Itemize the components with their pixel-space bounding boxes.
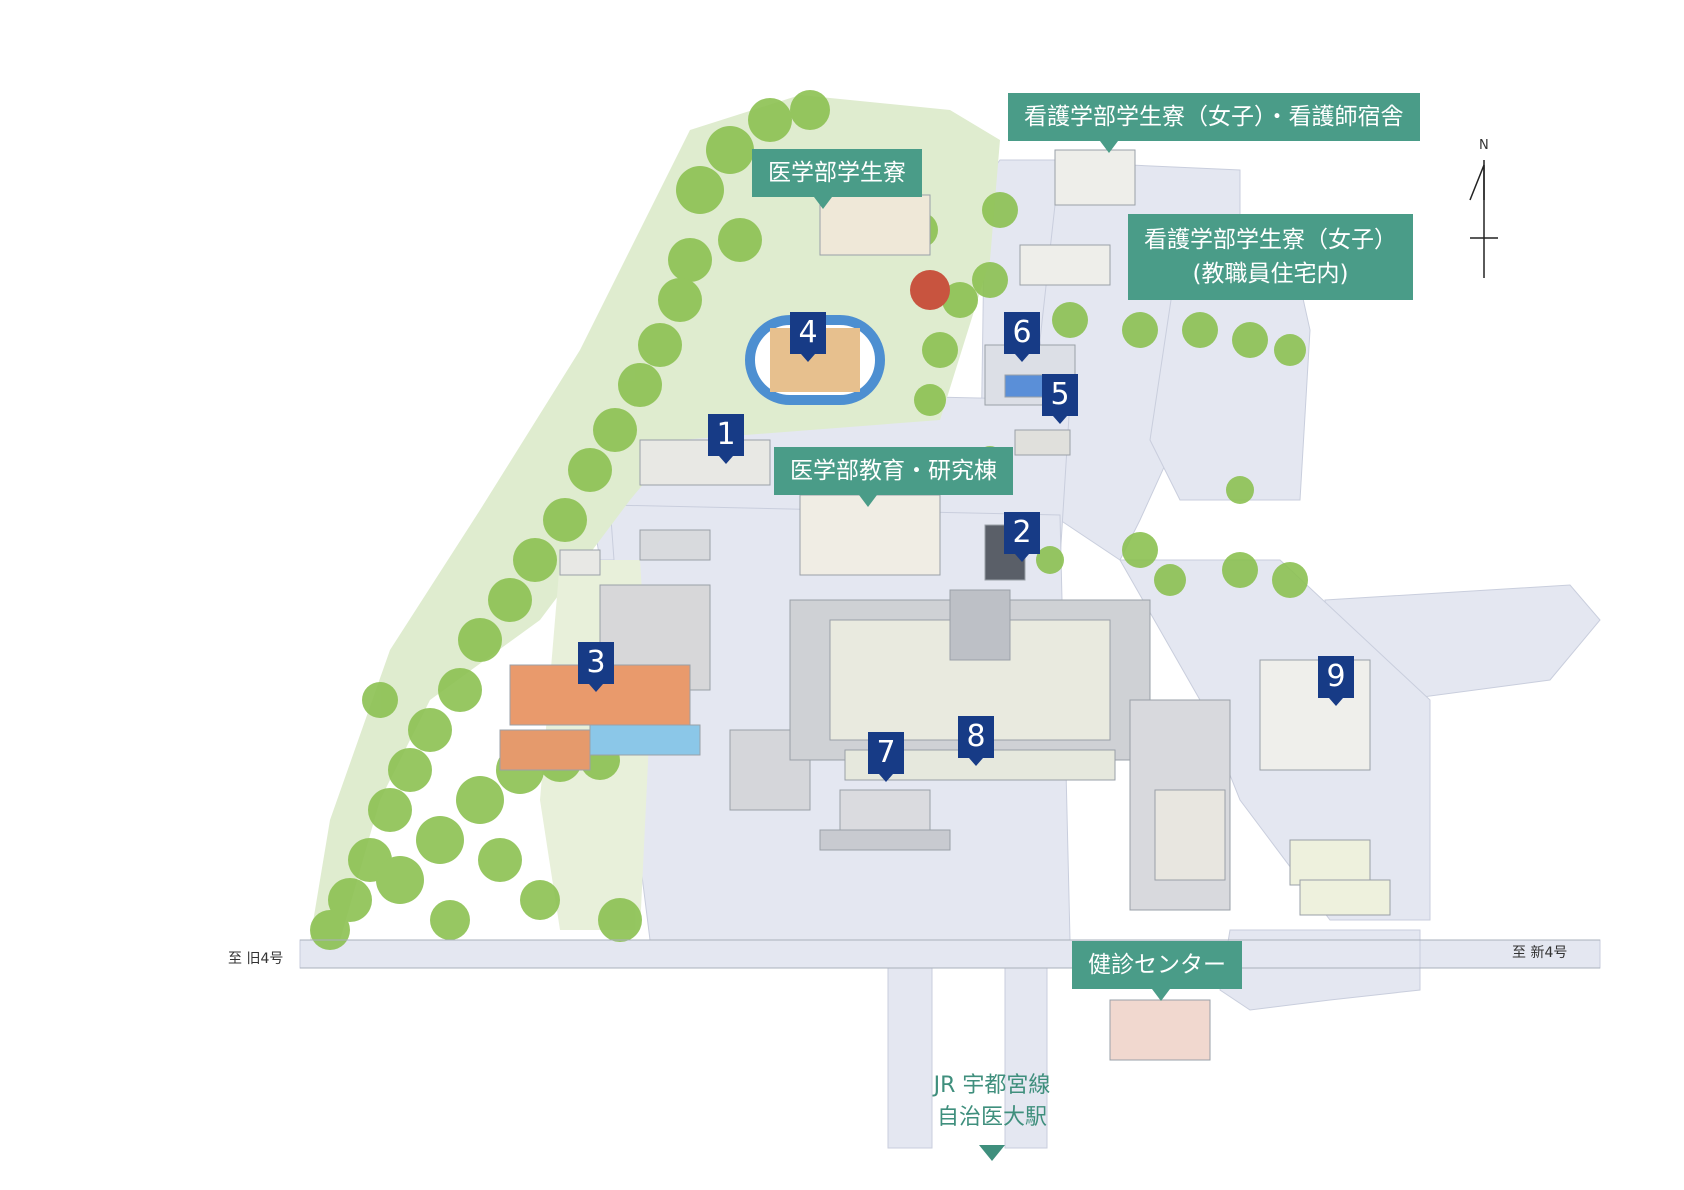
road-label-old-route-4: 至 旧4号 xyxy=(228,951,284,967)
road-label-new-route-4: 至 新4号 xyxy=(1512,945,1568,961)
callout-medical-student-dorm[interactable]: 医学部学生寮 xyxy=(752,149,922,209)
callout-nursing-dorm-nurse-housing[interactable]: 看護学部学生寮（女子）・看護師宿舎 xyxy=(1008,93,1420,153)
callout-pointer xyxy=(1100,141,1118,153)
station-line: JR 宇都宮線 xyxy=(933,1073,1051,1098)
callout-health-check-center[interactable]: 健診センター xyxy=(1072,941,1242,1001)
callout-label: 医学部学生寮 xyxy=(768,160,906,186)
station-direction-arrow xyxy=(979,1145,1005,1161)
callout-label-line1: 看護学部学生寮（女子） xyxy=(1144,227,1397,253)
marker-5[interactable]: 5 xyxy=(1042,374,1078,424)
athletic-field xyxy=(745,270,950,405)
compass-north-label: N xyxy=(1479,138,1489,153)
callout-label: 看護学部学生寮（女子）・看護師宿舎 xyxy=(1024,104,1404,130)
marker-9[interactable]: 9 xyxy=(1318,656,1354,706)
callout-label: 医学部教育・研究棟 xyxy=(790,458,997,484)
station-label[interactable]: JR 宇都宮線 自治医大駅 xyxy=(922,1070,1062,1134)
marker-1[interactable]: 1 xyxy=(708,414,744,464)
marker-6[interactable]: 6 xyxy=(1004,312,1040,362)
callout-pointer xyxy=(1152,989,1170,1001)
marker-3[interactable]: 3 xyxy=(578,642,614,692)
callout-education-research-building[interactable]: 医学部教育・研究棟 xyxy=(774,447,1013,507)
marker-8[interactable]: 8 xyxy=(958,716,994,766)
buildings xyxy=(499,149,1391,1061)
callout-label-line2: (教職員住宅内) xyxy=(1192,261,1349,287)
marker-4[interactable]: 4 xyxy=(790,312,826,362)
compass-arrow xyxy=(1469,160,1498,278)
callout-pointer xyxy=(859,495,877,507)
marker-2[interactable]: 2 xyxy=(1004,512,1040,562)
callout-label: 健診センター xyxy=(1088,952,1226,978)
callout-pointer xyxy=(814,197,832,209)
marker-7[interactable]: 7 xyxy=(868,732,904,782)
callout-nursing-dorm-staff-housing[interactable]: 看護学部学生寮（女子） (教職員住宅内) xyxy=(1128,214,1413,300)
station-name: 自治医大駅 xyxy=(936,1105,1047,1130)
main-road xyxy=(300,939,1600,969)
